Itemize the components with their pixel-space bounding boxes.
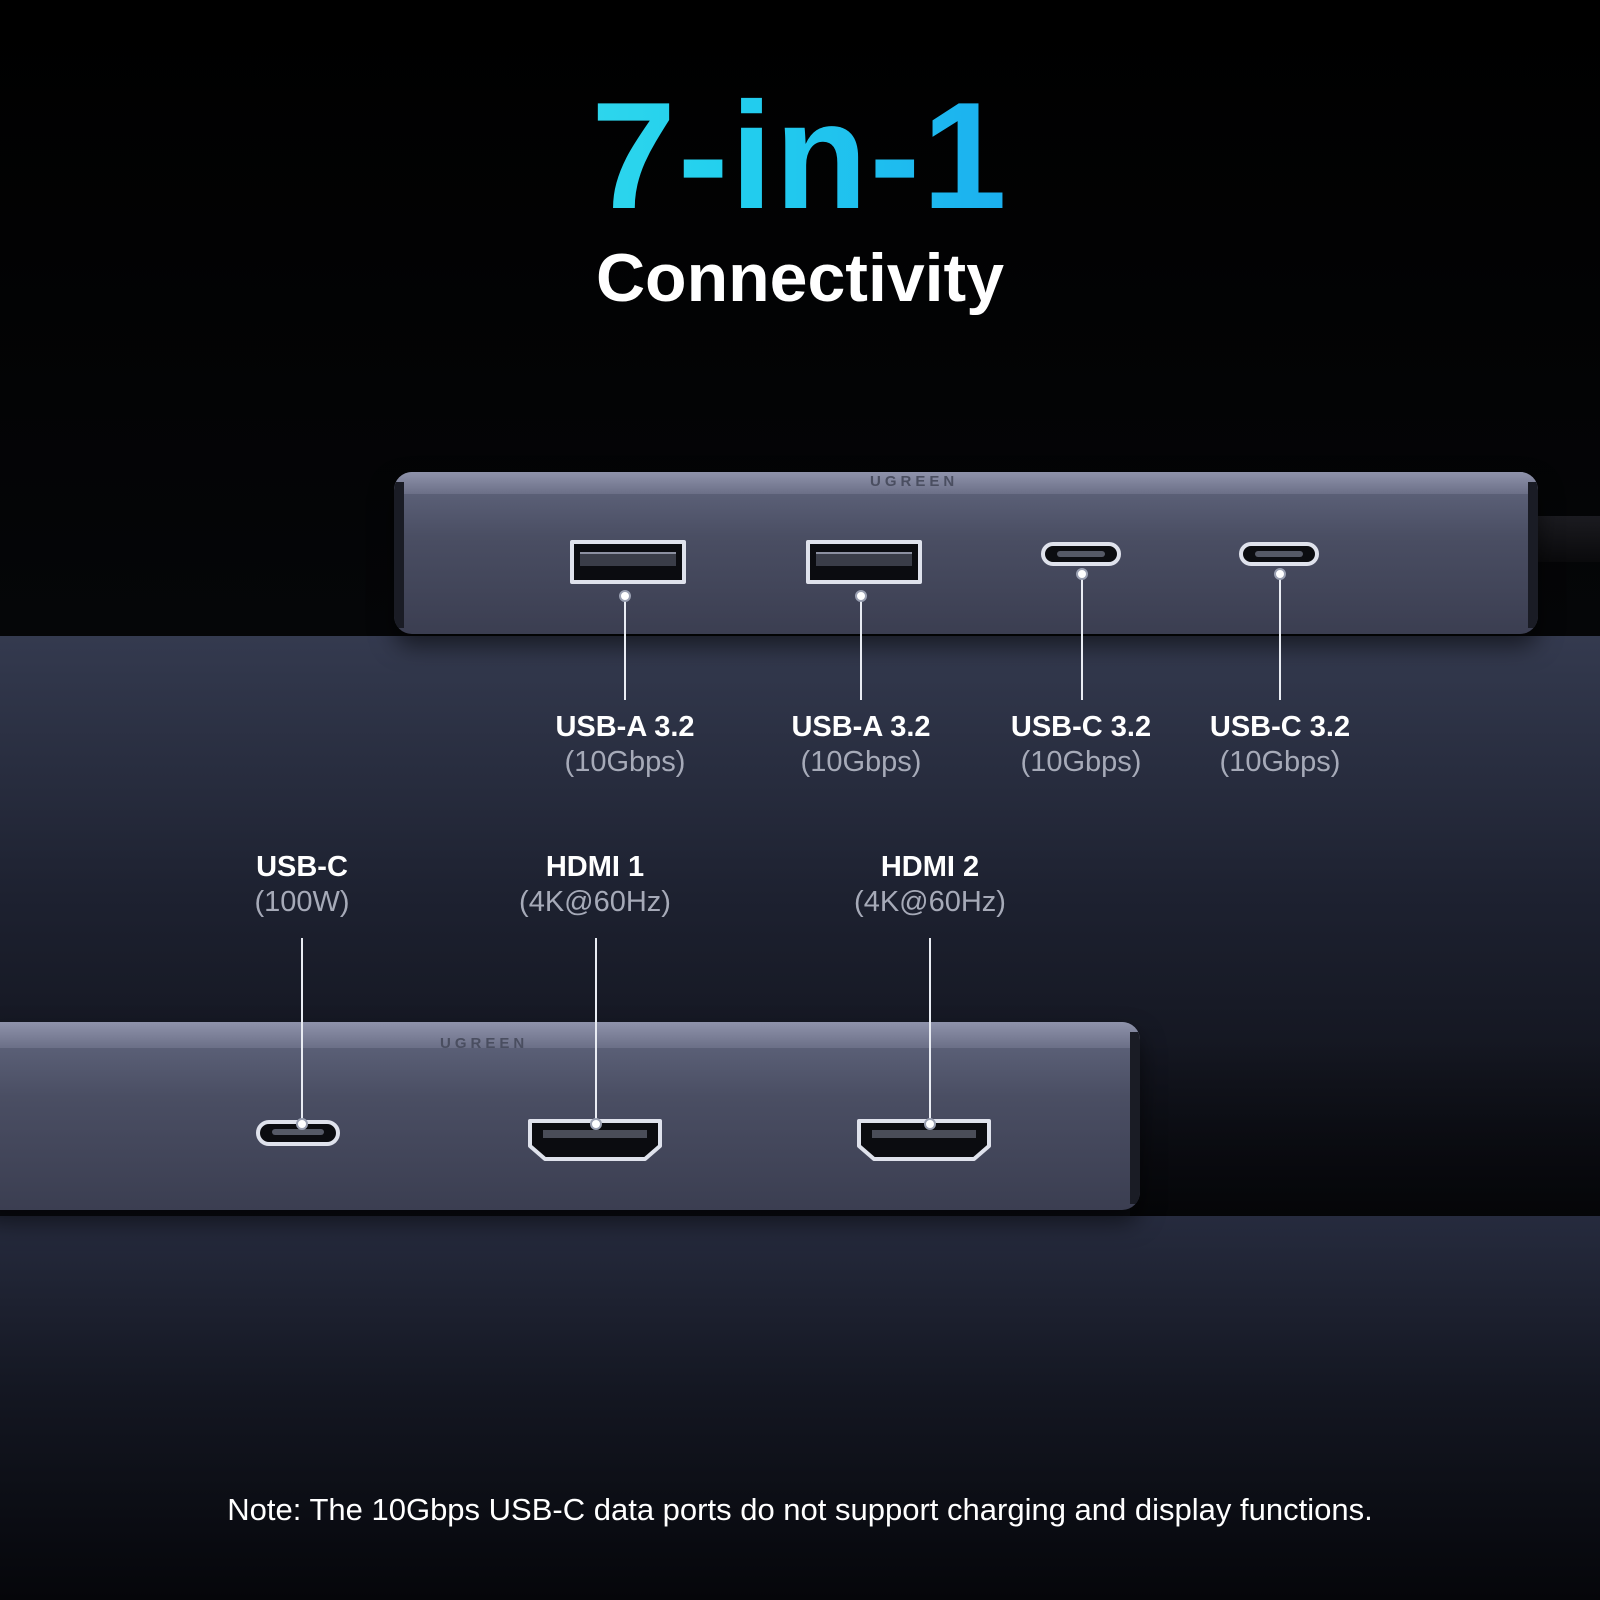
leader-dot [590,1118,602,1130]
port-label: USB-C 3.2 (10Gbps) [1180,710,1380,780]
hub-upper: UGREEN [394,472,1538,634]
port-spec: (4K@60Hz) [854,885,1006,918]
hub-edge-right [1130,1032,1140,1204]
port-spec: (100W) [254,885,350,918]
port-name: USB-C 3.2 [1209,711,1351,743]
leader-dot [1274,568,1286,580]
hub-edge-right [1528,482,1538,628]
leader-line [860,596,862,700]
leader-line [1279,574,1281,700]
brand-engraving-upper: UGREEN [870,473,959,490]
brand-engraving-lower: UGREEN [440,1035,529,1052]
port-spec: (10Gbps) [1219,745,1341,778]
background-shadow [1130,1040,1600,1216]
port-name: USB-C [256,851,348,883]
hub-edge-left [394,482,404,628]
hdmi-port-1 [527,1118,663,1161]
port-label: USB-C (100W) [202,850,402,920]
leader-dot [296,1118,308,1130]
port-name: HDMI 1 [545,851,645,883]
port-label: USB-C 3.2 (10Gbps) [981,710,1181,780]
port-label: USB-A 3.2 (10Gbps) [761,710,961,780]
leader-line [595,938,597,1124]
port-spec: (10Gbps) [1020,745,1142,778]
background-shelf-lower [0,1216,1600,1600]
headline: 7-in-1 [0,80,1600,232]
port-name: USB-A 3.2 [555,711,695,743]
port-name: USB-A 3.2 [791,711,931,743]
usb-c-port-2 [1239,542,1319,566]
port-name: USB-C 3.2 [1010,711,1152,743]
leader-dot [855,590,867,602]
port-label: HDMI 1 (4K@60Hz) [495,850,695,920]
port-spec: (10Gbps) [800,745,922,778]
hub-top-face [394,472,1538,494]
leader-dot [619,590,631,602]
subheadline: Connectivity [595,240,1005,316]
hdmi-port-2 [856,1118,992,1161]
hub-top-face [0,1022,1140,1048]
port-label: USB-A 3.2 (10Gbps) [525,710,725,780]
usb-a-port-1 [570,540,686,584]
port-spec: (10Gbps) [564,745,686,778]
port-label: HDMI 2 (4K@60Hz) [830,850,1030,920]
hub-lower: UGREEN [0,1022,1140,1210]
leader-dot [924,1118,936,1130]
port-name: HDMI 2 [880,851,980,883]
usb-a-port-2 [806,540,922,584]
leader-line [301,938,303,1124]
hub-cable [1530,516,1600,562]
usb-c-port-1 [1041,542,1121,566]
leader-line [1081,574,1083,700]
leader-line [929,938,931,1124]
footnote: Note: The 10Gbps USB-C data ports do not… [227,1492,1373,1527]
leader-dot [1076,568,1088,580]
leader-line [624,596,626,700]
port-spec: (4K@60Hz) [519,885,671,918]
